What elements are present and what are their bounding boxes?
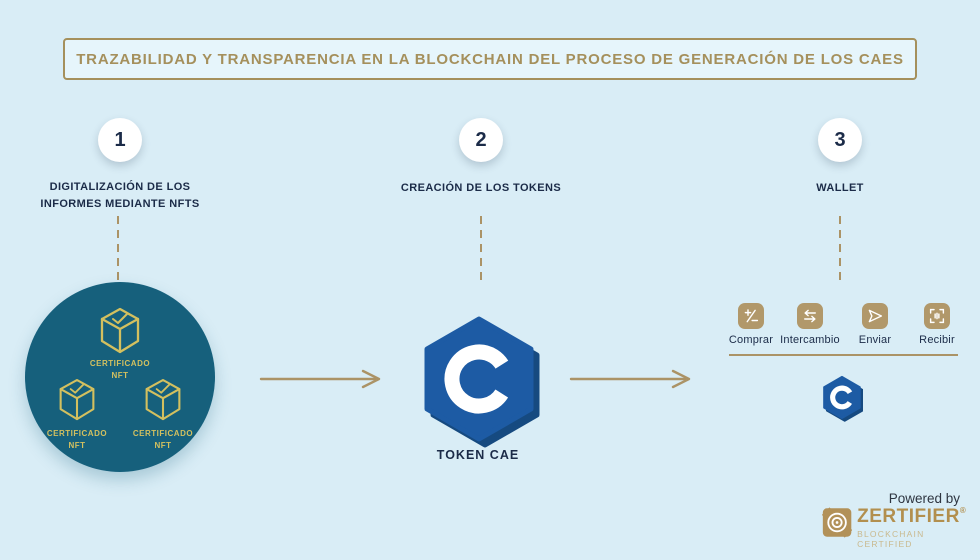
nft-cube-icon (145, 378, 181, 421)
recibir-label: Recibir (919, 334, 955, 346)
send-icon (868, 309, 883, 323)
enviar-button (862, 303, 888, 329)
step-1-label: DIGITALIZACIÓN DE LOS INFORMES MEDIANTE … (40, 181, 200, 211)
step-2-label: CREACIÓN DE LOS TOKENS (400, 182, 562, 194)
comprar-label: Comprar (728, 334, 774, 346)
step-3-number-badge: 3 (818, 118, 862, 162)
flow-arrow-1 (259, 369, 381, 389)
recibir-button (924, 303, 950, 329)
swap-arrows-icon (804, 309, 816, 323)
enviar-label: Enviar (858, 334, 892, 346)
certificado-nft-label-3: CERTIFICADO NFT (132, 429, 194, 450)
wallet-divider-line (729, 354, 958, 356)
comprar-button (738, 303, 764, 329)
step-2-number: 2 (475, 128, 487, 151)
page-title: TRAZABILIDAD Y TRANSPARENCIA EN LA BLOCK… (76, 50, 904, 68)
plus-minus-icon (744, 309, 759, 323)
intercambio-button (797, 303, 823, 329)
nft-cube-icon (59, 378, 95, 421)
step-3-number: 3 (834, 128, 846, 151)
step-1-dashed-connector (117, 216, 119, 284)
nft-reports-circle: CERTIFICADO NFT CERTIFICADO NFT CERTIFIC… (25, 282, 215, 472)
registered-mark: ® (959, 506, 967, 515)
intercambio-label: Intercambio (780, 334, 840, 346)
zertifier-target-icon (822, 507, 853, 538)
step-3-label: WALLET (816, 182, 864, 194)
step-3-dashed-connector (839, 216, 841, 284)
token-cae-hexagon-icon (424, 316, 540, 448)
step-1-number-badge: 1 (98, 118, 142, 162)
step-2-dashed-connector (480, 216, 482, 284)
powered-by-text: Powered by (888, 491, 960, 506)
step-2-number-badge: 2 (459, 118, 503, 162)
nft-cube-icon (100, 307, 140, 354)
scan-icon (929, 308, 945, 324)
token-cae-label: TOKEN CAE (436, 448, 520, 462)
step-1-number: 1 (114, 128, 126, 151)
zertifier-logo: ZERTIFIER® BLOCKCHAIN CERTIFIED (822, 506, 980, 549)
flow-arrow-2 (569, 369, 691, 389)
brand-name-text: ZERTIFIER (857, 506, 960, 527)
certificado-nft-label-2: CERTIFICADO NFT (46, 429, 108, 450)
brand-tagline: BLOCKCHAIN CERTIFIED (857, 528, 925, 549)
wallet-token-hexagon-icon (823, 375, 863, 422)
title-banner: TRAZABILIDAD Y TRANSPARENCIA EN LA BLOCK… (63, 38, 917, 80)
certificado-nft-label-1: CERTIFICADO NFT (89, 359, 151, 380)
